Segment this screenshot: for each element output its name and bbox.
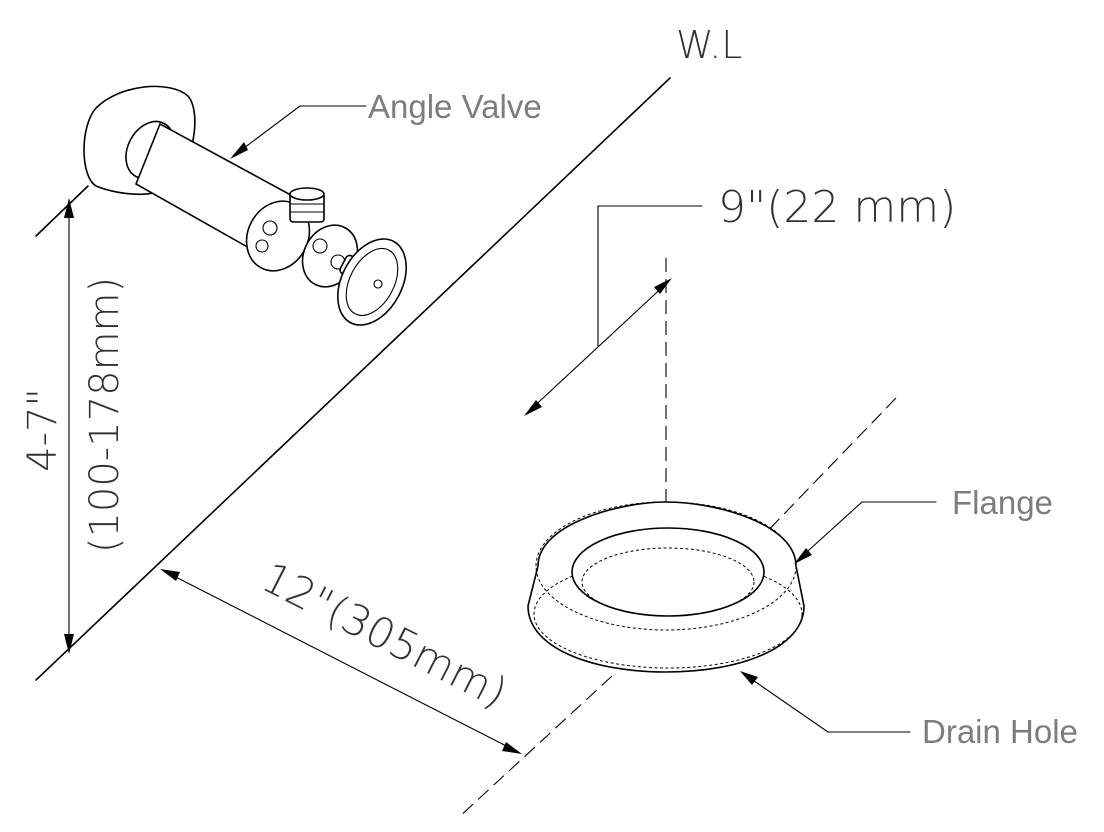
horizontal-dimension (160, 569, 522, 754)
height-dimension (64, 198, 74, 654)
horizontal-dimension-label: 12"(305mm) (254, 553, 515, 718)
height-imperial-label: 4-7" (20, 388, 66, 472)
drain-hole-leader (740, 671, 911, 733)
angle-valve (83, 85, 407, 326)
wall-tick-top (35, 185, 89, 237)
flange-leader (794, 501, 937, 564)
water-line-label: W.L (676, 23, 742, 67)
angle-valve-leader (230, 105, 367, 159)
offset-dimension (524, 205, 703, 416)
drain-hole-label: Drain Hole (922, 713, 1078, 750)
drain-diagonal-centerline-lower (457, 675, 613, 819)
angle-valve-label: Angle Valve (368, 88, 542, 125)
height-metric-label: (100-178mm) (82, 277, 128, 553)
flange-label: Flange (952, 484, 1053, 521)
flange (527, 501, 805, 673)
offset-dimension-label: 9"(22 mm) (718, 182, 956, 233)
wall-line (35, 77, 671, 681)
